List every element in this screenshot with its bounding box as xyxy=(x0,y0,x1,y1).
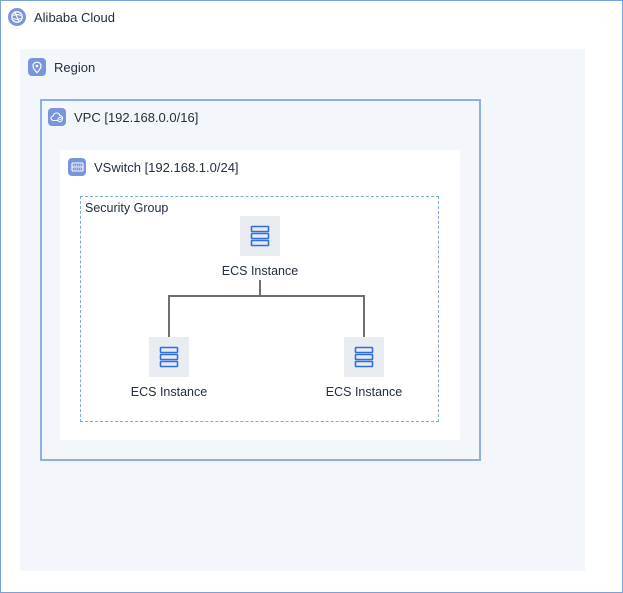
ecs-server-icon xyxy=(149,337,189,377)
vpc-cloud-icon xyxy=(48,108,66,126)
alibaba-cloud-icon xyxy=(8,8,26,26)
connector-right-drop xyxy=(363,295,365,337)
security-group-label: Security Group xyxy=(85,201,169,215)
location-pin-icon xyxy=(28,58,46,76)
ecs-instance-label-top: ECS Instance xyxy=(221,264,299,278)
vswitch-label: VSwitch [192.168.1.0/24] xyxy=(94,160,239,175)
ecs-server-icon xyxy=(240,216,280,256)
connector-horizontal xyxy=(168,295,365,297)
ecs-server-icon xyxy=(344,337,384,377)
ecs-instance-label-left: ECS Instance xyxy=(130,385,208,399)
ecs-instance-label-right: ECS Instance xyxy=(325,385,403,399)
cloud-label: Alibaba Cloud xyxy=(34,10,115,25)
vswitch-icon xyxy=(68,158,86,176)
connector-trunk xyxy=(259,280,261,296)
vpc-label: VPC [192.168.0.0/16] xyxy=(74,110,199,125)
region-label: Region xyxy=(54,60,96,75)
connector-left-drop xyxy=(168,295,170,337)
